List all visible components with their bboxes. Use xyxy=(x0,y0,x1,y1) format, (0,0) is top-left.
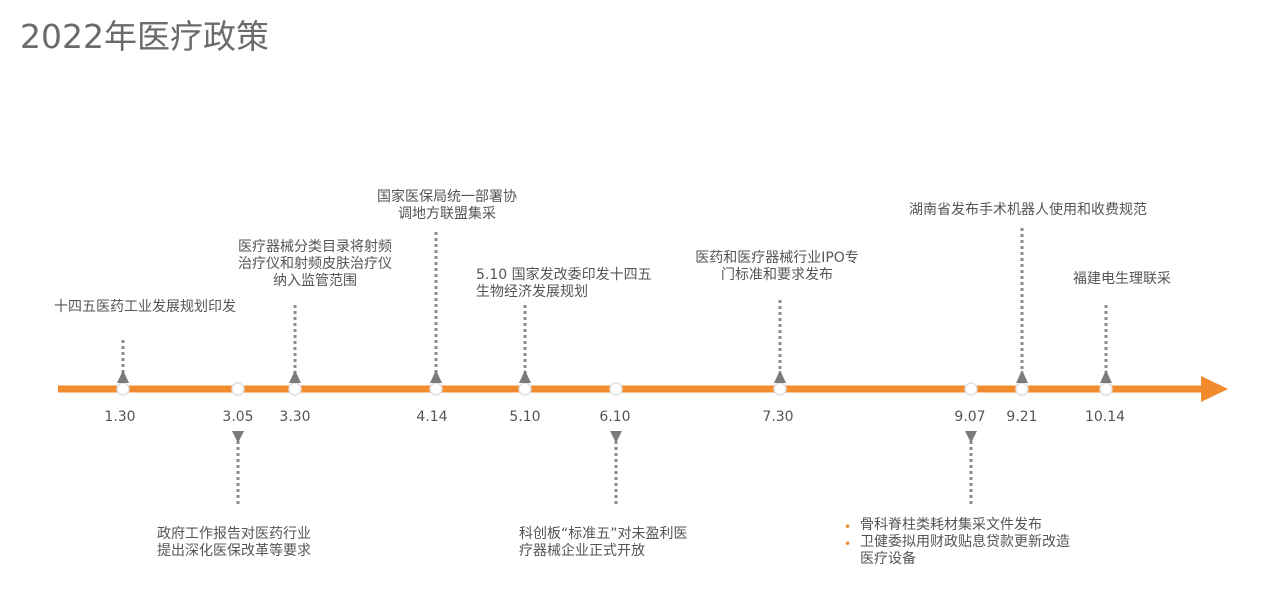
date-label: 1.30 xyxy=(104,409,136,425)
event-label-4-14: 国家医保局统一部署协 调地方联盟集采 xyxy=(366,189,528,223)
timeline-node xyxy=(1099,382,1113,396)
event-text-line: 疗器械企业正式开放 xyxy=(519,543,645,559)
event-text-line: 十四五医药工业发展规划印发 xyxy=(54,299,236,315)
event-label-7-30: 医药和医疗器械行业IPO专 门标准和要求发布 xyxy=(692,250,862,284)
event-text-line: 湖南省发布手术机器人使用和收费规范 xyxy=(909,202,1147,218)
event-text-line: 骨科脊柱类耗材集采文件发布 xyxy=(860,517,1042,533)
arrow-up-icon xyxy=(289,370,301,383)
event-label-3-30: 医疗器械分类目录将射频 治疗仪和射频皮肤治疗仪 纳入监管范围 xyxy=(230,239,400,290)
event-label-1-30: 十四五医药工业发展规划印发 xyxy=(54,299,236,316)
timeline-node xyxy=(288,382,302,396)
event-label-9-07: • 骨科脊柱类耗材集采文件发布 • 卫健委拟用财政贴息贷款更新改造 医疗设备 xyxy=(842,517,1070,568)
event-text-line: 政府工作报告对医药行业 xyxy=(157,526,311,542)
date-label: 3.30 xyxy=(279,409,311,425)
arrow-down-icon xyxy=(965,431,977,443)
date-label: 6.10 xyxy=(599,409,631,425)
event-label-5-10: 5.10 国家发改委印发十四五 生物经济发展规划 xyxy=(476,267,652,301)
event-text-line: 国家医保局统一部署协 xyxy=(377,189,517,205)
timeline-node xyxy=(964,382,978,396)
event-text-line: 5.10 国家发改委印发十四五 xyxy=(476,267,652,283)
arrow-up-icon xyxy=(519,370,531,383)
bullet-item: • 卫健委拟用财政贴息贷款更新改造 xyxy=(842,534,1070,551)
date-label: 3.05 xyxy=(222,409,254,425)
arrow-down-icon xyxy=(232,431,244,443)
event-text-line: 调地方联盟集采 xyxy=(398,206,496,222)
date-label: 7.30 xyxy=(762,409,794,425)
event-text-line: 科创板“标准五”对未盈利医 xyxy=(519,526,688,542)
arrow-up-icon xyxy=(774,370,786,383)
bullet-item-continuation: 医疗设备 xyxy=(842,551,1070,568)
event-label-9-21: 湖南省发布手术机器人使用和收费规范 xyxy=(909,202,1147,219)
date-label: 4.14 xyxy=(416,409,448,425)
arrow-up-icon xyxy=(117,370,129,383)
timeline-node xyxy=(1015,382,1029,396)
event-text-line: 纳入监管范围 xyxy=(273,273,357,289)
date-label: 9.21 xyxy=(1006,409,1038,425)
date-label: 5.10 xyxy=(509,409,541,425)
arrow-up-icon xyxy=(430,370,442,383)
arrow-up-icon xyxy=(1100,370,1112,383)
event-text-line: 生物经济发展规划 xyxy=(476,284,588,300)
arrow-up-icon xyxy=(1016,370,1028,383)
bullet-dot-icon: • xyxy=(844,537,852,551)
timeline-node xyxy=(518,382,532,396)
event-label-3-05: 政府工作报告对医药行业 提出深化医保改革等要求 xyxy=(157,526,311,560)
timeline-node xyxy=(429,382,443,396)
event-text-line: 提出深化医保改革等要求 xyxy=(157,543,311,559)
bullet-item: • 骨科脊柱类耗材集采文件发布 xyxy=(842,517,1070,534)
event-label-6-10: 科创板“标准五”对未盈利医 疗器械企业正式开放 xyxy=(519,526,688,560)
event-text-line: 门标准和要求发布 xyxy=(721,267,833,283)
timeline-node xyxy=(773,382,787,396)
event-text-line: 医疗器械分类目录将射频 xyxy=(238,239,392,255)
bullet-dot-icon: • xyxy=(844,520,852,534)
event-text-line: 医药和医疗器械行业IPO专 xyxy=(695,250,859,266)
event-label-10-14: 福建电生理联采 xyxy=(1073,271,1171,288)
arrow-down-icon xyxy=(610,431,622,443)
date-label: 10.14 xyxy=(1084,409,1126,425)
timeline-node xyxy=(116,382,130,396)
page-title: 2022年医疗政策 xyxy=(20,17,269,56)
date-label: 9.07 xyxy=(954,409,986,425)
event-text-line: 福建电生理联采 xyxy=(1073,271,1171,287)
timeline-node xyxy=(609,382,623,396)
timeline-arrowhead xyxy=(1201,376,1228,402)
timeline-node xyxy=(231,382,245,396)
event-text-line: 医疗设备 xyxy=(860,551,916,567)
event-text-line: 卫健委拟用财政贴息贷款更新改造 xyxy=(860,534,1070,550)
event-text-line: 治疗仪和射频皮肤治疗仪 xyxy=(238,256,392,272)
